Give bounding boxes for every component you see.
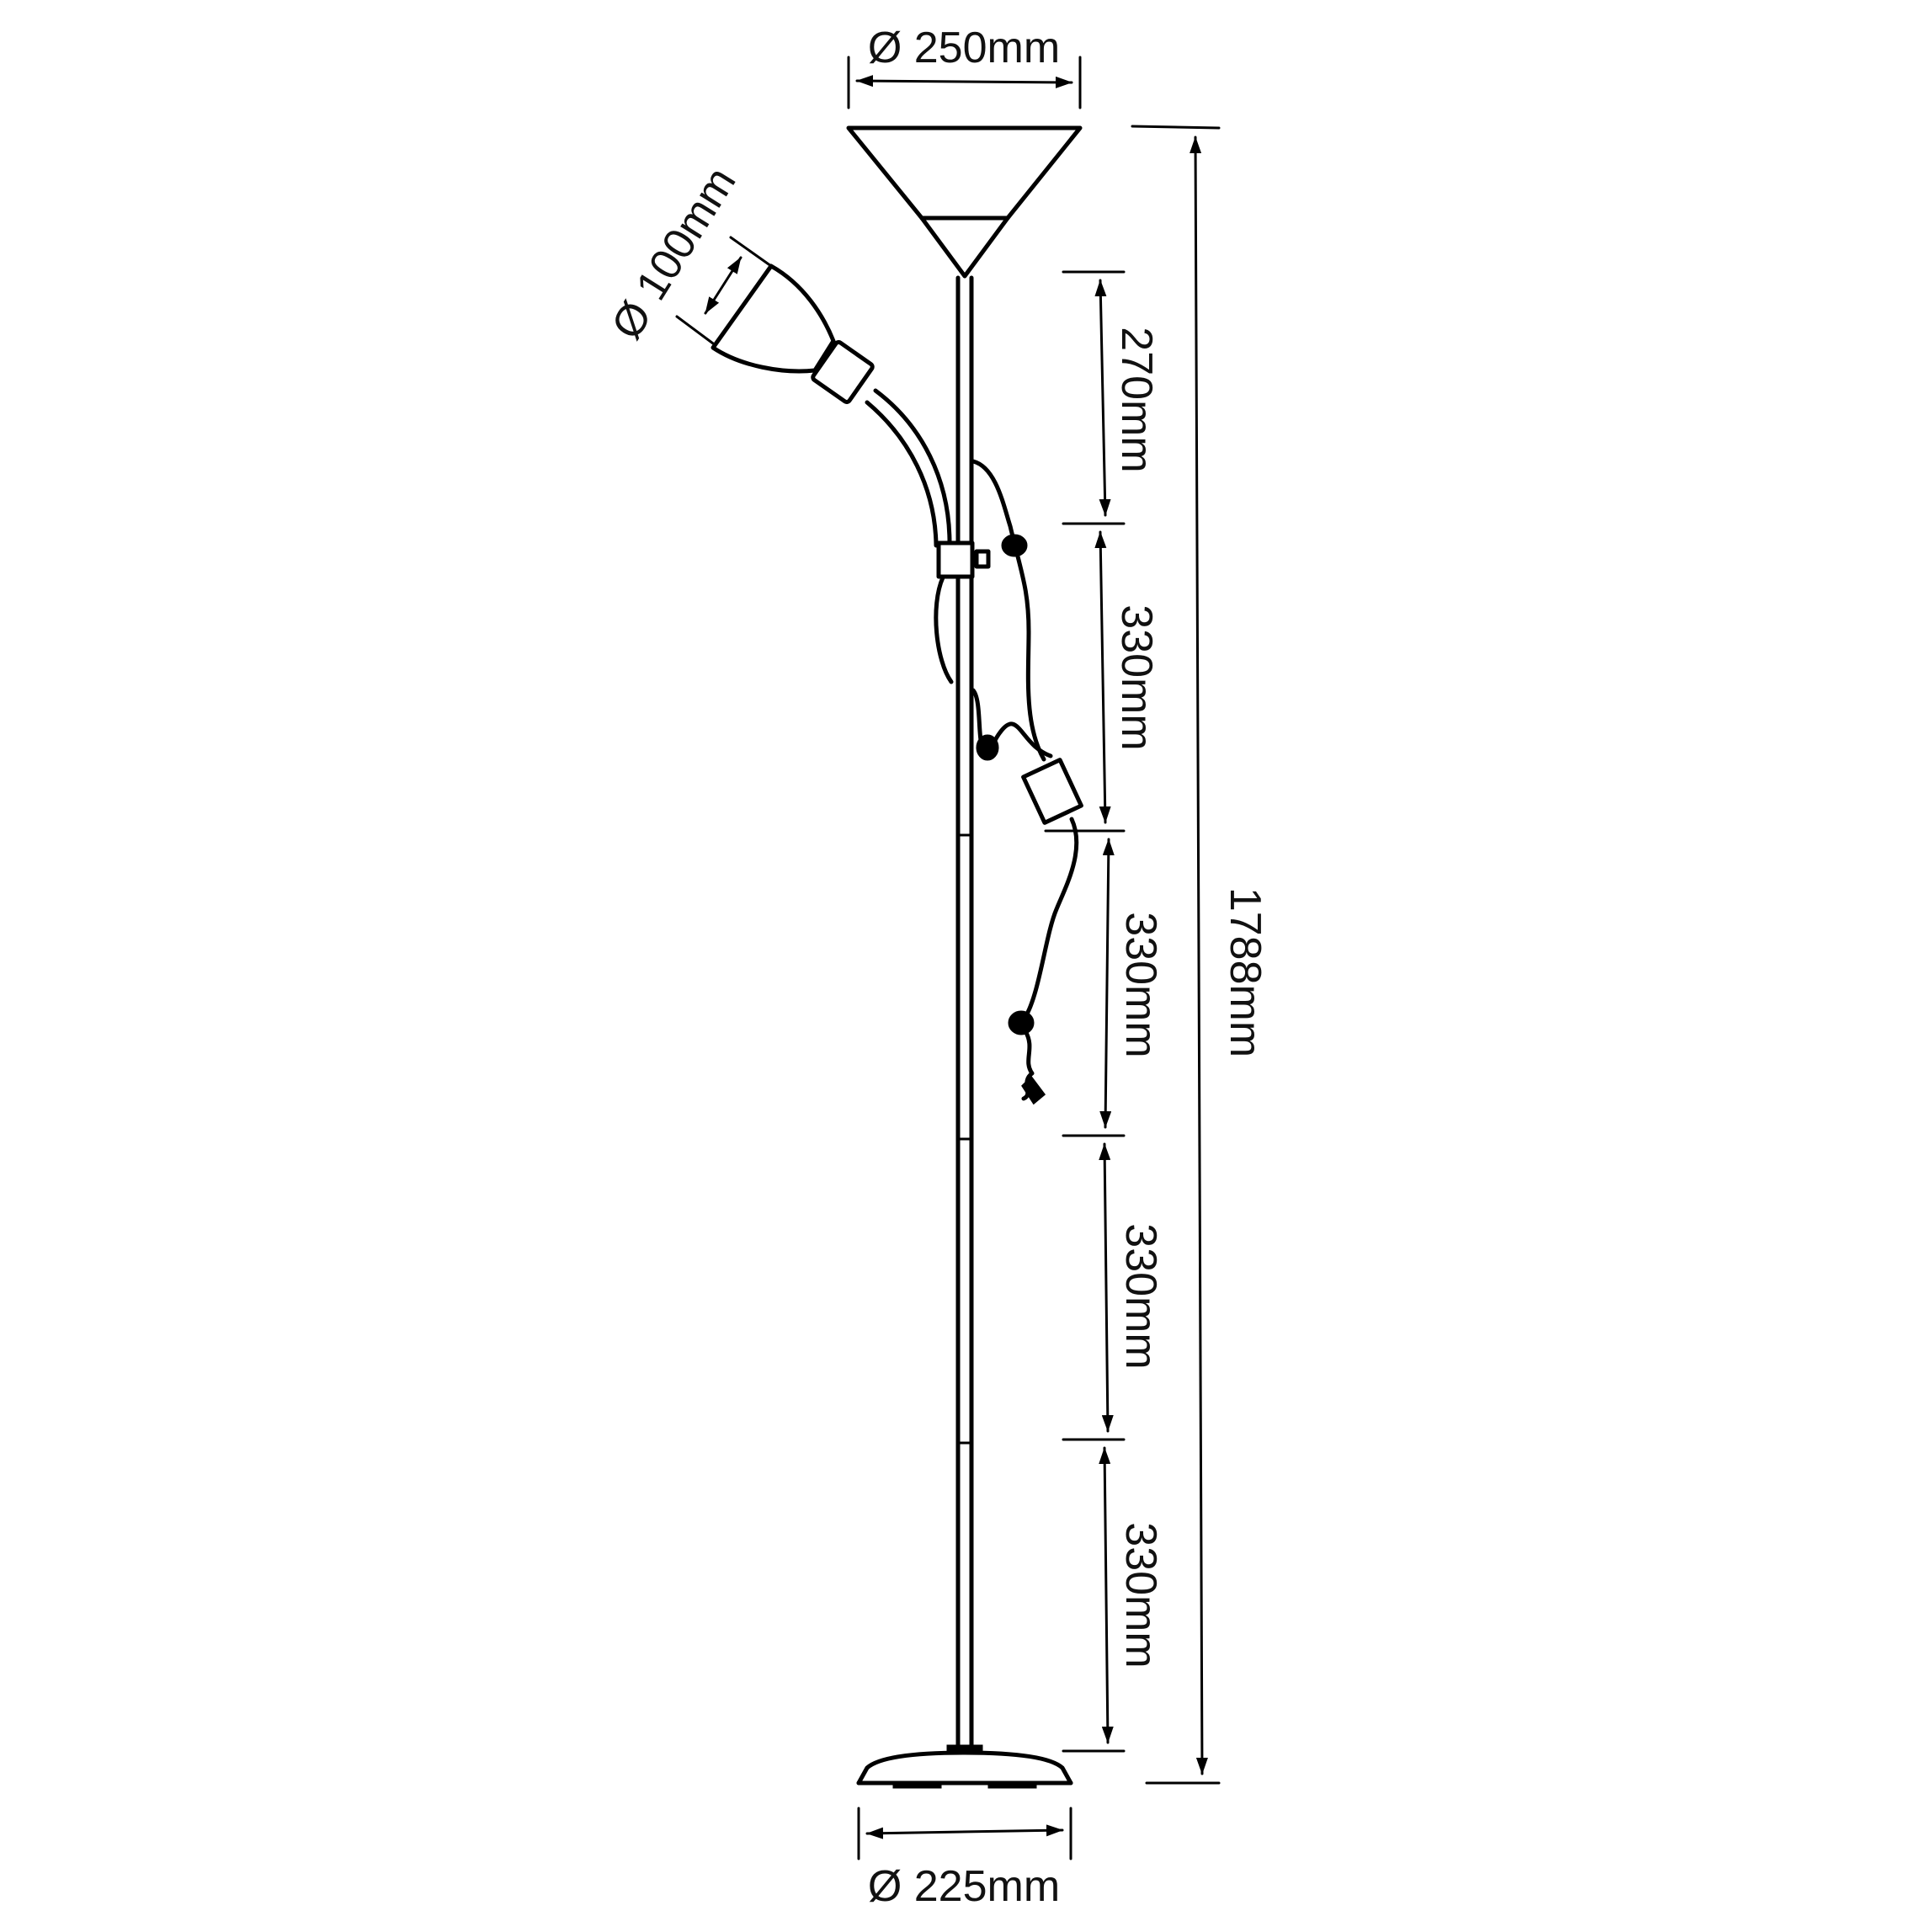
label-segment-3: 330mm	[1116, 912, 1165, 1057]
reading-shade	[711, 263, 875, 404]
lamp	[711, 125, 1083, 1789]
dim-top-diameter	[847, 56, 1082, 109]
lamp-base	[856, 1744, 1073, 1789]
dim-base-diameter	[857, 1807, 1072, 1860]
reading-arm	[865, 388, 991, 684]
uplighter-shade	[846, 125, 1083, 279]
label-segment-1: 270mm	[1112, 327, 1161, 472]
label-segment-5: 330mm	[1116, 1522, 1165, 1668]
main-pole	[955, 275, 974, 1758]
dimension-lines	[675, 56, 1221, 1860]
label-base-diameter: Ø 225mm	[868, 1862, 1060, 1911]
power-cord	[971, 459, 1083, 1105]
label-top-diameter: Ø 250mm	[868, 24, 1060, 72]
label-segment-4: 330mm	[1116, 1223, 1165, 1369]
dimension-labels: Ø 250mm Ø 225mm Ø 100mm 1788mm 270mm 330…	[603, 24, 1269, 1911]
label-segment-2: 330mm	[1112, 604, 1161, 750]
label-reading-diameter: Ø 100mm	[603, 159, 746, 348]
dim-segments	[1044, 270, 1126, 1753]
dim-total-height	[1131, 125, 1221, 1785]
dim-reading-shade-diameter	[675, 236, 773, 345]
label-total-height: 1788mm	[1221, 887, 1269, 1057]
